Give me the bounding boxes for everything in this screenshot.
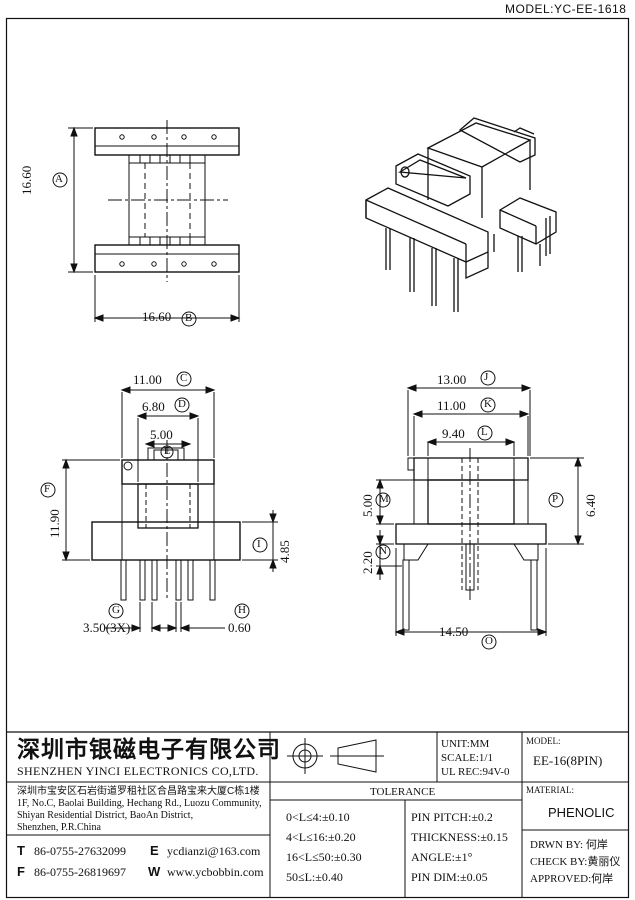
email-label: E bbox=[150, 843, 159, 858]
isometric-view bbox=[365, 117, 557, 312]
email-address: ycdianzi@163.com bbox=[167, 844, 261, 858]
scale-label: SCALE:1/1 bbox=[441, 752, 493, 764]
dim-b-value: 16.60 bbox=[142, 309, 172, 324]
front-view bbox=[40, 371, 278, 632]
tel-label: T bbox=[17, 843, 25, 858]
dim-a-tag: A bbox=[55, 173, 63, 185]
fax-label: F bbox=[17, 864, 25, 879]
address-en-line2: Shiyan Residential District, BaoAn Distr… bbox=[17, 810, 194, 821]
dim-d-value: 6.80 bbox=[142, 399, 165, 414]
dim-n-tag: N bbox=[379, 545, 387, 557]
dim-g-tag: G bbox=[112, 604, 120, 616]
dim-n-value: 2.20 bbox=[360, 551, 375, 574]
company-name-cn: 深圳市银磁电子有限公司 bbox=[17, 737, 281, 762]
dim-p-value: 6.40 bbox=[583, 494, 598, 517]
dim-o-value: 14.50 bbox=[439, 624, 469, 639]
tolerance-row-2: 4<L≤16:±0.20 bbox=[286, 830, 356, 844]
dim-c-value: 11.00 bbox=[133, 372, 162, 387]
dim-i-tag: I bbox=[257, 538, 261, 550]
dim-k-value: 11.00 bbox=[437, 398, 466, 413]
thickness: THICKNESS:±0.15 bbox=[411, 830, 508, 844]
checked-by: CHECK BY:黄丽仪 bbox=[530, 856, 621, 868]
pin-dim: PIN DIM:±0.05 bbox=[411, 870, 488, 884]
top-view bbox=[52, 120, 241, 327]
dim-f-value: 11.90 bbox=[47, 509, 62, 538]
tolerance-row-4: 50≤L:±0.40 bbox=[286, 870, 343, 884]
dim-l-tag: L bbox=[481, 426, 488, 438]
company-name-en: SHENZHEN YINCI ELECTRONICS CO,LTD. bbox=[17, 764, 259, 778]
web-label: W bbox=[148, 864, 161, 879]
dim-e-tag: E bbox=[164, 446, 171, 457]
dim-p-tag: P bbox=[552, 493, 559, 505]
dim-j-value: 13.00 bbox=[437, 372, 467, 387]
tolerance-title: TOLERANCE bbox=[370, 786, 436, 798]
model-label: MODEL: bbox=[526, 736, 561, 746]
address-cn: 深圳市宝安区石岩街道罗租社区合昌路宝来大厦C栋1楼 bbox=[17, 786, 260, 797]
angle: ANGLE:±1° bbox=[411, 850, 473, 864]
dim-k-tag: K bbox=[484, 398, 492, 410]
dim-f-tag: F bbox=[44, 483, 51, 495]
dim-a-value: 16.60 bbox=[19, 165, 34, 195]
dim-m-value: 5.00 bbox=[360, 494, 375, 517]
address-en-line3: Shenzhen, P.R.China bbox=[17, 822, 101, 833]
material-value: PHENOLIC bbox=[548, 805, 615, 820]
ul-label: UL REC:94V-0 bbox=[441, 766, 510, 778]
dim-j-tag: J bbox=[484, 371, 489, 383]
material-label: MATERIAL: bbox=[526, 785, 574, 795]
dim-c-tag: C bbox=[180, 372, 188, 384]
dim-b-tag: B bbox=[185, 312, 193, 324]
dim-m-tag: M bbox=[379, 493, 389, 505]
tolerance-row-3: 16<L≤50:±0.30 bbox=[286, 850, 362, 864]
unit-label: UNIT:MM bbox=[441, 738, 490, 750]
pin-pitch: PIN PITCH:±0.2 bbox=[411, 810, 493, 824]
dim-h-tag: H bbox=[238, 604, 246, 616]
dim-l-value: 9.40 bbox=[442, 426, 465, 441]
dim-e-value: 5.00 bbox=[150, 427, 173, 442]
dim-h-value: 0.60 bbox=[228, 620, 251, 635]
title-block-lines bbox=[6, 731, 629, 898]
side-view bbox=[375, 370, 584, 650]
approved-by: APPROVED:何岸 bbox=[530, 873, 614, 885]
fax-number: 86-0755-26819697 bbox=[34, 865, 126, 879]
tel-number: 86-0755-27632099 bbox=[34, 844, 126, 858]
web-address: www.ycbobbin.com bbox=[167, 865, 264, 879]
tolerance-row-1: 0<L≤4:±0.10 bbox=[286, 810, 350, 824]
model-tag: MODEL:YC-EE-1618 bbox=[505, 2, 627, 16]
dim-i-value: 4.85 bbox=[277, 540, 292, 563]
dim-d-tag: D bbox=[178, 398, 186, 410]
drawn-by: DRWN BY: 何岸 bbox=[530, 839, 608, 851]
dim-g-value: 3.50(3X) bbox=[83, 620, 131, 635]
dim-o-tag: O bbox=[485, 635, 493, 647]
address-en-line1: 1F, No.C, Baolai Building, Hechang Rd., … bbox=[17, 798, 262, 809]
model-value: EE-16(8PIN) bbox=[533, 753, 603, 768]
